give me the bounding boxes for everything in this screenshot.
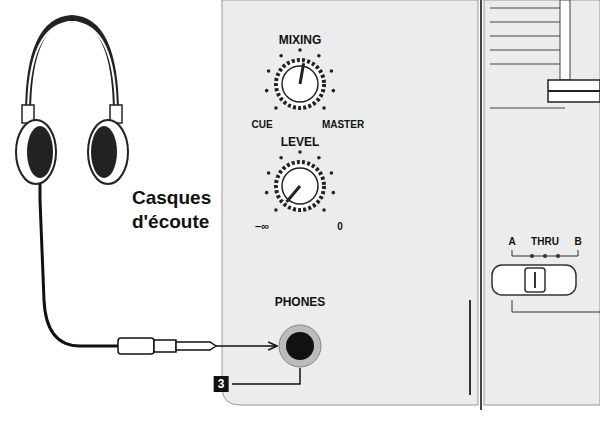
jack-label: PHONES xyxy=(275,295,326,309)
switch-label: A xyxy=(508,236,515,247)
scale-label: 0 xyxy=(337,221,343,232)
scale-label: MASTER xyxy=(322,119,364,130)
scale-label: –∞ xyxy=(255,220,269,232)
scale-label: CUE xyxy=(251,119,272,130)
knob-label: MIXING xyxy=(279,33,322,47)
switch-label: THRU xyxy=(531,236,559,247)
part-name: Casques d'écoute xyxy=(132,186,220,234)
callout-number: 3 xyxy=(214,376,229,392)
switch-label: B xyxy=(574,236,581,247)
knob-label: LEVEL xyxy=(281,135,320,149)
